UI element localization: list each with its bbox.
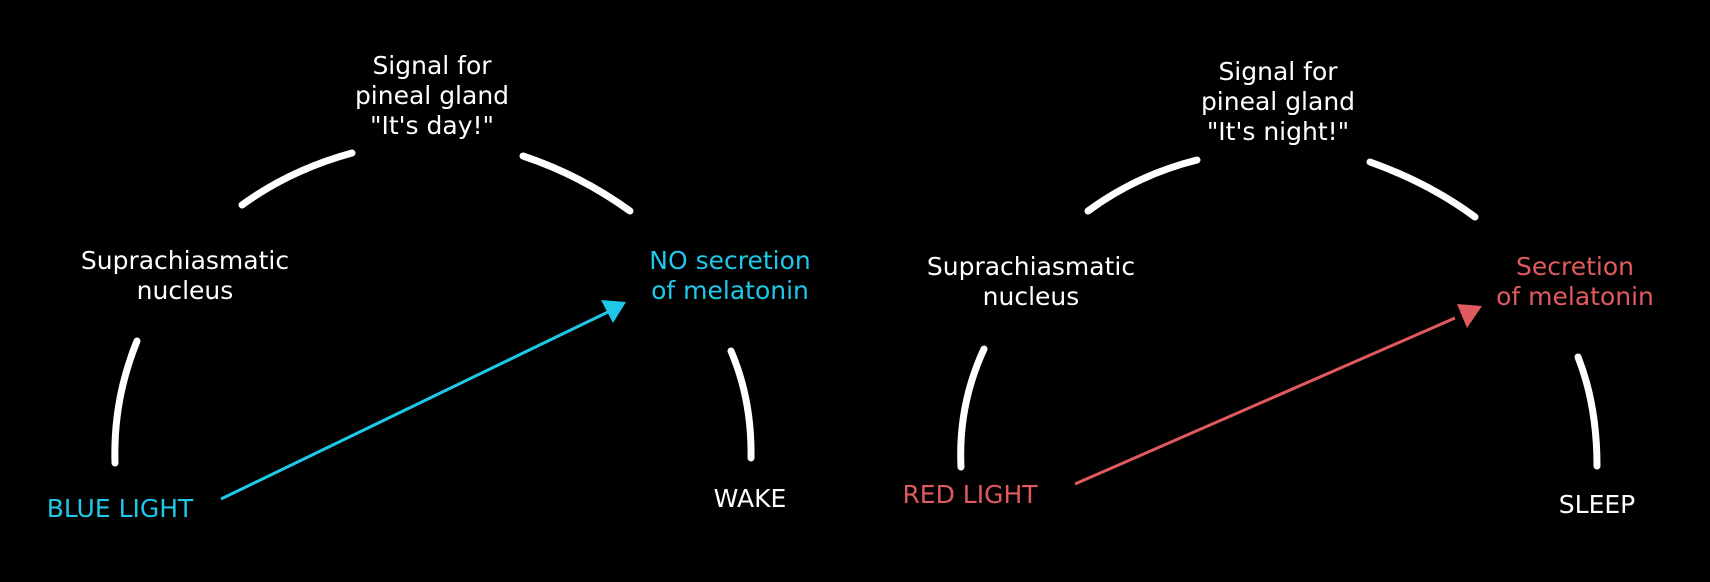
night-arc-melatonin-to-sleep [1574, 353, 1601, 470]
blue-light-arrowhead [601, 300, 626, 323]
night-scn-label: Suprachiasmatic nucleus [926, 252, 1136, 311]
day-cycle-arcs [111, 149, 755, 467]
night-melatonin-label: Secretion of melatonin [1496, 252, 1654, 311]
day-arc-scn-to-signal [238, 149, 356, 209]
day-melatonin-label: NO secretion of melatonin [649, 246, 811, 305]
red-light-arrowhead [1457, 304, 1482, 328]
day-arc-signal-to-melatonin [519, 152, 634, 215]
day-scn-label: Suprachiasmatic nucleus [80, 246, 290, 305]
day-arc-light-to-scn [111, 337, 141, 467]
day-signal-label: Signal for pineal gland "It's day!" [354, 51, 510, 140]
night-arc-scn-to-signal [1084, 156, 1201, 215]
blue-light-arrow-line [220, 309, 611, 501]
night-light-label: RED LIGHT [902, 480, 1038, 509]
day-light-label: BLUE LIGHT [46, 494, 194, 523]
day-state-label: WAKE [713, 484, 787, 513]
night-cycle-arcs [957, 156, 1601, 471]
red-light-arrow-line [1074, 316, 1456, 486]
day-arc-melatonin-to-wake [727, 347, 755, 462]
night-arc-light-to-scn [957, 345, 988, 471]
night-state-label: SLEEP [1558, 490, 1636, 519]
night-signal-label: Signal for pineal gland "It's night!" [1200, 57, 1356, 146]
night-arc-signal-to-melatonin [1366, 158, 1479, 221]
